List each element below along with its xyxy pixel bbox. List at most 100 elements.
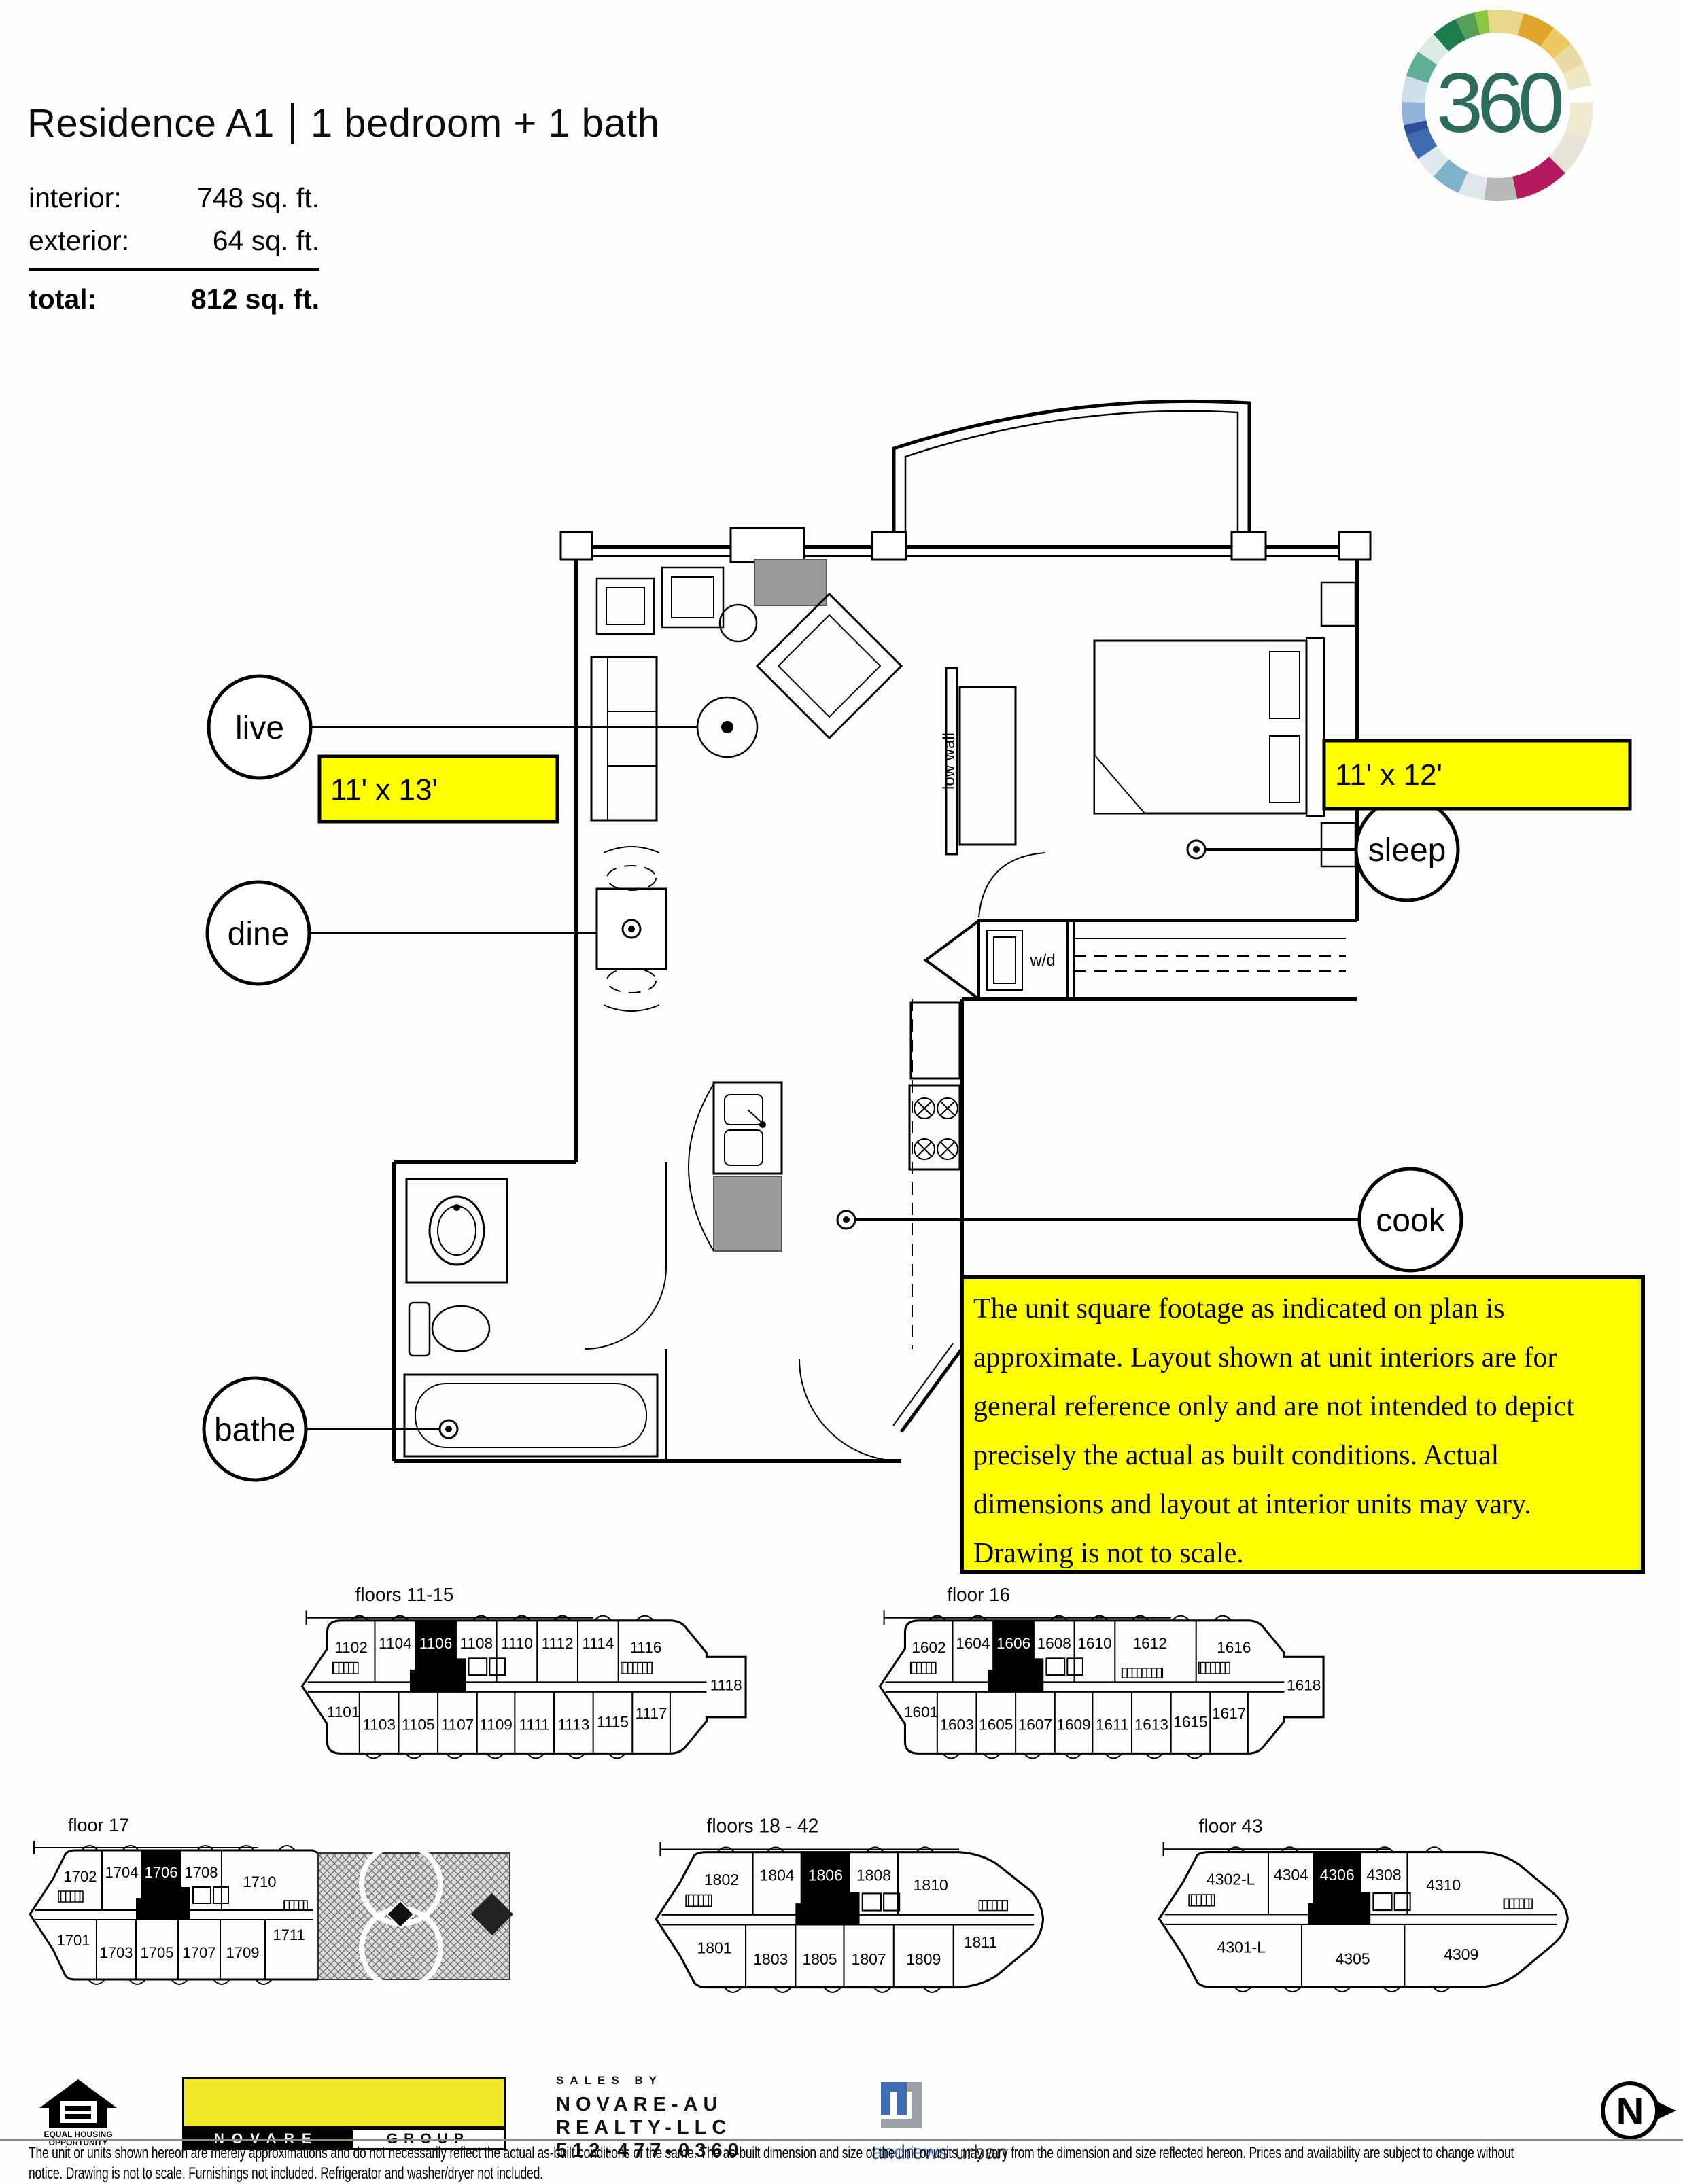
unit-number: 4302-L	[1207, 1871, 1255, 1888]
unit-number: 1603	[939, 1716, 973, 1733]
dining-set	[595, 846, 667, 1012]
title-divider	[290, 103, 294, 144]
washer-dryer-closet: w/d	[923, 852, 1069, 1000]
miniplan-floors-11-15: floors 11-15 1102 1104 1106 1108 1110 11…	[300, 1584, 747, 1759]
unit-number: 1107	[441, 1716, 474, 1733]
stairs	[1188, 1894, 1215, 1907]
unit-number: 1116	[629, 1639, 661, 1656]
unit-number: 1809	[906, 1950, 941, 1968]
unit-number: 1701	[57, 1932, 90, 1949]
stat-interior: interior: 748 sq. ft.	[29, 182, 319, 214]
unit-number: 1705	[141, 1944, 174, 1961]
unit-number: 1118	[710, 1677, 742, 1694]
stat-total: total: 812 sq. ft.	[29, 283, 319, 315]
refrigerator	[713, 1176, 782, 1252]
label-sleep: sleep	[1368, 832, 1446, 868]
sink-counter	[712, 1081, 783, 1175]
unit-number: 1601	[904, 1704, 938, 1721]
area-stats: interior: 748 sq. ft. exterior: 64 sq. f…	[29, 182, 319, 326]
unit-number: 1617	[1212, 1705, 1246, 1722]
andrews-urban-icon	[881, 2082, 922, 2128]
total-label: total:	[29, 283, 97, 315]
stairs	[1503, 1898, 1533, 1909]
unit-number: 1803	[753, 1950, 788, 1968]
label-bathe: bathe	[214, 1412, 296, 1448]
highlighted-unit	[409, 1620, 466, 1692]
interior-value: 748 sq. ft.	[196, 182, 319, 213]
unit-number: 1808	[856, 1867, 891, 1884]
unit-number: 4304	[1274, 1866, 1308, 1884]
stairs	[621, 1661, 653, 1674]
miniplan-title: floor 17	[68, 1815, 129, 1835]
unit-number: 1102	[334, 1639, 368, 1656]
north-compass: N	[1601, 2081, 1676, 2140]
unit-number: 1604	[956, 1635, 990, 1652]
miniplan-title: floor 43	[1199, 1815, 1263, 1836]
unit-number: 1802	[704, 1871, 739, 1888]
miniplan-floors-18-42: floors 18 - 42 1802 1804 1806 1808 1810 …	[655, 1814, 1045, 1993]
highlighted-unit	[987, 1620, 1044, 1692]
unit-number: 1801	[697, 1939, 731, 1956]
living-furniture	[590, 559, 903, 822]
unit-number: 1117	[636, 1705, 667, 1722]
elevator-core	[1372, 1892, 1411, 1912]
dimension-boxes: 11' x 13' 11' x 12'	[317, 739, 1632, 824]
highlighted-unit	[795, 1852, 860, 1925]
bedroom-furniture	[1093, 581, 1357, 868]
unit-number: 1610	[1077, 1635, 1111, 1652]
label-live: live	[235, 710, 284, 746]
toilet	[431, 1305, 491, 1352]
unit-number: 1109	[479, 1716, 513, 1733]
fine-print: The unit or units shown hereon are merel…	[29, 2143, 1514, 2184]
unit-number: 1113	[557, 1716, 589, 1733]
stairs	[978, 1900, 1009, 1912]
media-console	[958, 686, 1017, 846]
highlighted-unit	[1308, 1852, 1371, 1924]
unit-number: 1111	[519, 1716, 550, 1733]
highlighted-unit	[136, 1850, 190, 1920]
kitchen	[688, 999, 961, 1349]
unit-number: 1618	[1287, 1677, 1321, 1694]
unit-number: 1707	[183, 1944, 216, 1961]
logo-360-number: 360	[1436, 56, 1565, 150]
unit-number: 1615	[1173, 1713, 1207, 1730]
kitchen-cabinet	[909, 1001, 961, 1080]
unit-number: 1112	[542, 1635, 574, 1652]
stairs	[283, 1900, 308, 1911]
eho-text: EQUAL HOUSING	[44, 2130, 112, 2139]
unit-number: 1609	[1056, 1716, 1090, 1733]
elevator-core	[1045, 1657, 1083, 1676]
rug	[755, 592, 903, 740]
balcony	[892, 399, 1251, 543]
dim-live: 11' x 13'	[330, 773, 438, 807]
miniplan-floor-17: floor 17 1702 1704 1706 1708 1710 1701 1…	[29, 1815, 514, 1990]
tv-block	[754, 559, 827, 606]
unit-number: 4309	[1444, 1945, 1478, 1963]
unit-number: 4301-L	[1217, 1939, 1266, 1956]
sales-name-1: NOVARE-AU	[556, 2094, 723, 2115]
unit-number: 1611	[1096, 1716, 1129, 1733]
nightstand	[1320, 581, 1357, 627]
unit-number: 1702	[64, 1868, 97, 1885]
unit-number: 1114	[582, 1635, 614, 1652]
unit-number: 1711	[273, 1926, 305, 1943]
unit-number-highlight: 1706	[145, 1864, 178, 1881]
unit-number: 1612	[1133, 1635, 1167, 1652]
unit-number: 1811	[964, 1933, 998, 1951]
sofa	[590, 656, 658, 822]
sales-contact: SALES BY NOVARE-AU REALTY-LLC 512-477-03…	[556, 2074, 744, 2162]
unit-number: 1608	[1037, 1635, 1071, 1652]
logo-360-ring-hole	[1425, 33, 1570, 178]
low-wall-label: low wall	[940, 733, 958, 790]
unit-number: 1807	[852, 1950, 886, 1968]
unit-number: 1703	[100, 1944, 133, 1961]
stairs	[685, 1894, 712, 1907]
elevator-core	[192, 1886, 229, 1904]
unit-number: 1105	[402, 1716, 435, 1733]
unit-number: 1708	[185, 1864, 218, 1881]
compass-arrow-icon	[1656, 2101, 1676, 2120]
andrews-text: andrews	[871, 2141, 949, 2164]
residence-subtitle: 1 bedroom + 1 bath	[310, 101, 660, 145]
miniplan-floor-43: floor 43 4302-L 4304 4306 4308 4310 4301…	[1158, 1815, 1569, 1993]
